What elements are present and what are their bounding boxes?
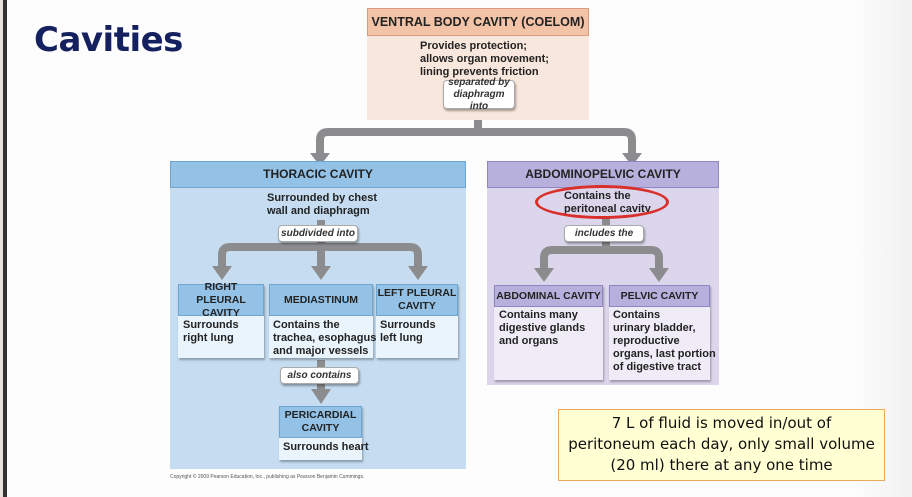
copyright-text: Copyright © 2009 Pearson Education, Inc.… bbox=[170, 474, 365, 480]
thoracic-cavity-description: Surrounded by chest wall and diaphragm bbox=[267, 192, 378, 217]
subdivided-into-connector: subdivided into bbox=[278, 225, 358, 242]
arrowhead-pelvic bbox=[649, 268, 669, 282]
includes-the-connector: includes the bbox=[564, 225, 644, 242]
mediastinum-description: Contains the trachea, esophagus, and maj… bbox=[273, 319, 380, 357]
arrowhead-right-pleural bbox=[212, 266, 232, 280]
left-pleural-cavity-header: LEFT PLEURAL CAVITY bbox=[376, 284, 458, 316]
thoracic-cavity-header: THORACIC CAVITY bbox=[170, 161, 466, 188]
arrowhead-pericardial bbox=[311, 389, 331, 404]
arrowhead-left-pleural bbox=[408, 266, 428, 280]
slide-edge bbox=[0, 0, 3, 497]
slide-border bbox=[3, 0, 7, 497]
peritoneal-cavity-highlight bbox=[535, 185, 669, 219]
abdominopelvic-cavity-header: ABDOMINOPELVIC CAVITY bbox=[487, 161, 719, 188]
right-pleural-cavity-header: RIGHT PLEURAL CAVITY bbox=[178, 281, 264, 319]
pericardial-cavity-description: Surrounds heart bbox=[283, 441, 369, 453]
peritoneal-fluid-note: 7 L of fluid is moved in/out of peritone… bbox=[558, 409, 885, 481]
also-contains-connector: also contains bbox=[280, 367, 359, 384]
mediastinum-header: MEDIASTINUM bbox=[269, 284, 373, 316]
arrowhead-mediastinum bbox=[311, 266, 331, 280]
pelvic-cavity-header: PELVIC CAVITY bbox=[609, 285, 710, 307]
right-pleural-cavity-description: Surrounds right lung bbox=[183, 319, 239, 344]
abdominal-cavity-description: Contains many digestive glands and organ… bbox=[499, 309, 586, 347]
separated-by-connector: separated by diaphragm into bbox=[443, 77, 515, 112]
left-pleural-cavity-description: Surrounds left lung bbox=[380, 319, 436, 344]
arrow-ventral-split bbox=[316, 120, 636, 156]
arrowhead-abdominopelvic bbox=[622, 153, 642, 166]
abdominal-cavity-header: ABDOMINAL CAVITY bbox=[494, 285, 603, 307]
arrowhead-thoracic bbox=[310, 153, 330, 166]
arrowhead-abdominal bbox=[534, 268, 554, 282]
slide-title: Cavities bbox=[34, 20, 183, 60]
pelvic-cavity-description: Contains urinary bladder, reproductive o… bbox=[613, 309, 716, 373]
pericardial-cavity-header: PERICARDIAL CAVITY bbox=[279, 406, 362, 438]
ventral-cavity-description: Provides protection; allows organ moveme… bbox=[420, 40, 549, 78]
ventral-cavity-header: VENTRAL BODY CAVITY (COELOM) bbox=[367, 8, 589, 36]
